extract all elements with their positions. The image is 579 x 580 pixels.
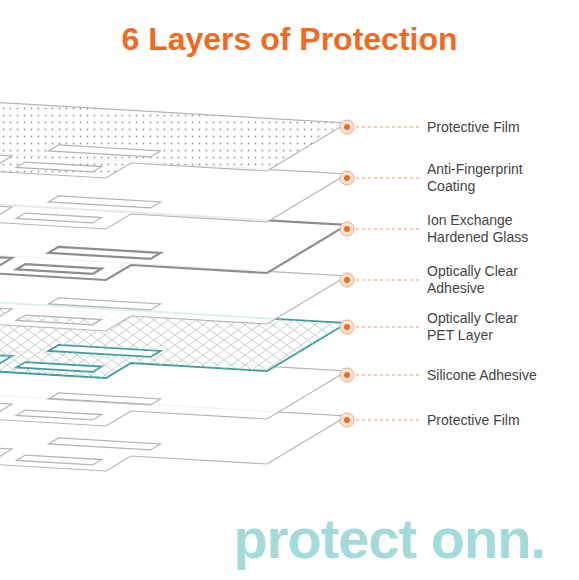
marker-icon [340,222,354,236]
leader-line [356,375,421,376]
leader-line [356,327,421,328]
layer-label: Silicone Adhesive [427,367,567,384]
marker-icon [340,120,354,134]
leader-line [356,280,421,281]
marker-icon [340,368,354,382]
leader-line [356,420,421,421]
layer-label: Anti-Fingerprint Coating [427,161,542,195]
leader-line [356,229,421,230]
leader-line [356,178,421,179]
layer-label: Ion Exchange Hardened Glass [427,212,542,246]
layer-texture [0,102,347,178]
layer-label: Protective Film [427,412,567,429]
marker-icon [340,171,354,185]
leader-line [356,127,421,128]
marker-icon [340,413,354,427]
layer-label: Protective Film [427,119,567,136]
marker-icon [340,320,354,334]
layer-label: Optically Clear Adhesive [427,263,539,297]
brand-logo: protect onn. [233,508,545,570]
layer-label: Optically Clear PET Layer [427,310,539,344]
marker-icon [340,273,354,287]
layer-sheet [0,102,347,178]
title: 6 Layers of Protection [0,20,579,58]
